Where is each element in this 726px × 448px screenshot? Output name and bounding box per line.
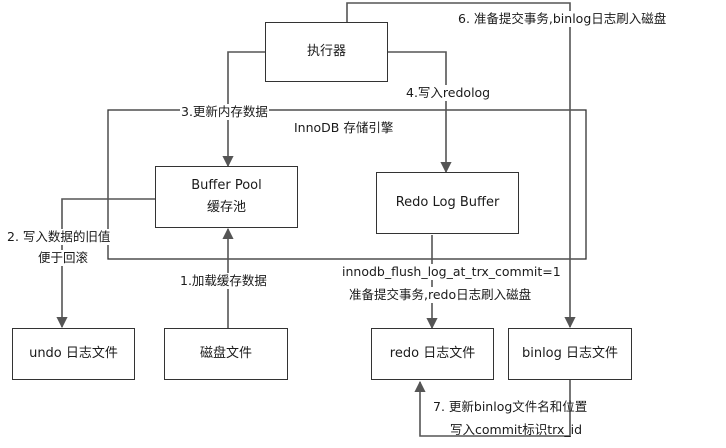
step4-label: 4.写入redolog <box>405 85 492 101</box>
buffer-pool-sublabel: 缓存池 <box>206 200 246 215</box>
binlog-file-label: binlog 日志文件 <box>521 346 619 361</box>
arrow-step4 <box>388 51 452 174</box>
step7-label-line1: 7. 更新binlog文件名和位置 <box>433 399 588 414</box>
redo-file-box: redo 日志文件 <box>371 328 494 380</box>
step3-label: 3.更新内存数据 <box>180 104 269 120</box>
arrow-step7 <box>414 380 571 437</box>
buffer-pool-label: Buffer Pool <box>191 178 262 193</box>
disk-file-box: 磁盘文件 <box>164 328 288 380</box>
arrow-step6 <box>346 2 576 329</box>
arrow-step2 <box>56 198 155 329</box>
step7-label-line2: 写入commit标识trx_id <box>450 422 583 437</box>
innodb-container-title: InnoDB 存储引擎 <box>294 120 394 135</box>
buffer-pool-box: Buffer Pool 缓存池 <box>155 166 298 228</box>
redo-log-buffer-label: Redo Log Buffer <box>395 195 500 210</box>
step1-label: 1.加载缓存数据 <box>179 273 268 289</box>
step5-label-line1: innodb_flush_log_at_trx_commit=1 <box>341 264 562 280</box>
step2-label-line2: 便于回滚 <box>37 250 90 266</box>
arrow-step3 <box>222 51 265 168</box>
undo-file-box: undo 日志文件 <box>12 328 135 380</box>
step2-label-line1: 2. 写入数据的旧值 <box>6 229 112 245</box>
innodb-container-border <box>107 109 587 260</box>
undo-file-label: undo 日志文件 <box>29 346 118 361</box>
step6-label: 6. 准备提交事务,binlog日志刷入磁盘 <box>457 11 668 27</box>
binlog-file-box: binlog 日志文件 <box>508 328 632 380</box>
executor-box: 执行器 <box>265 22 388 82</box>
redo-file-label: redo 日志文件 <box>389 346 476 361</box>
redo-log-buffer-box: Redo Log Buffer <box>376 172 519 234</box>
disk-file-label: 磁盘文件 <box>199 346 252 361</box>
executor-label: 执行器 <box>306 44 346 59</box>
step5-label-line2: 准备提交事务,redo日志刷入磁盘 <box>348 287 533 303</box>
